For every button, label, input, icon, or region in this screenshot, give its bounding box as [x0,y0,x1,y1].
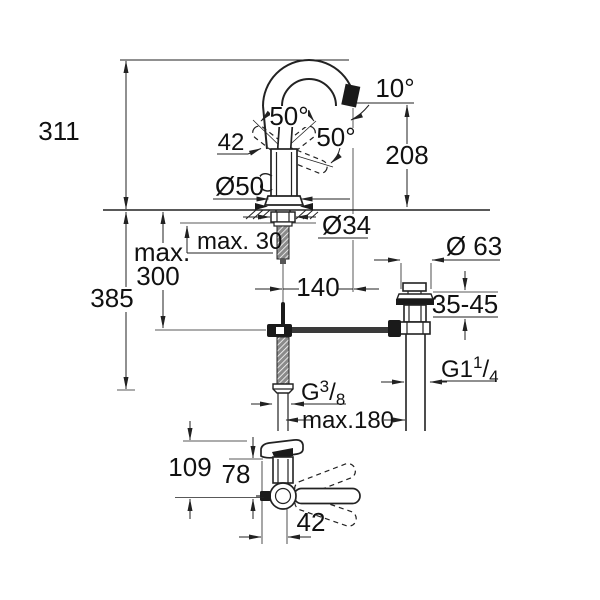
dim-42-offset: 42 [239,507,326,540]
side-lever-solid [293,487,361,505]
dim-385: 385 [84,211,142,390]
dim-max180: max.180 [285,407,406,434]
dim-d34: Ø34 [243,210,371,240]
aerator-tip [341,83,361,108]
dim-311-label: 311 [38,116,79,146]
side-neck [272,456,294,484]
dim-d50-label: Ø50 [215,171,264,201]
dim-max180-label: max.180 [302,407,394,434]
base-arrow-right [300,203,313,210]
dim-max30-label: max. 30 [197,228,282,255]
dim-385-label: 385 [90,283,133,313]
dim-g38: G3/8 [251,377,346,409]
dim-g114-label: G11/4 [441,353,499,386]
dim-109-label: 109 [168,452,211,482]
dim-208-label: 208 [385,140,428,170]
dim-42-lever: 42 [217,129,262,156]
faucet-side-view [256,439,361,544]
waste-plug-cap [402,282,427,292]
dim-50deg-right: 50° [316,122,356,164]
rod-coupler-pin [276,327,284,334]
supply-hose [276,336,290,385]
horizontal-pivot-rod [292,327,389,333]
dim-3545: 35-45 [432,271,499,340]
popup-pull-rod [281,302,285,326]
faucet-front-view [245,59,389,431]
base-arrow-left [255,203,268,210]
side-pivot-outer [269,482,297,510]
dim-78: 78 [219,437,263,519]
spout-inner-arc [281,78,337,107]
dim-42-lever-label: 42 [218,129,245,156]
waste-flange [395,293,435,300]
dim-50deg-left-label: 50° [269,101,308,131]
dim-3545-label: 35-45 [432,289,499,319]
dim-140-label: 140 [296,272,339,302]
dim-max30: max. 30 [184,225,282,255]
rod-pivot-block [388,320,401,337]
dim-50deg-right-label: 50° [316,122,355,152]
threaded-stud-tip [280,259,286,264]
dim-d63: Ø 63 [374,231,502,289]
side-pivot-inner [274,487,292,505]
popup-waste-view [388,282,435,431]
mixer-base-flange [263,195,305,206]
dim-10deg: 10° [350,73,415,121]
dim-max300-label-1: max. [134,237,190,267]
dim-208: 208 [385,104,429,208]
mixer-body [270,148,298,198]
dim-max300: max. 300 [134,211,190,329]
waste-locknut [399,321,431,335]
dim-78-label: 78 [222,459,251,489]
dim-140: 140 [255,272,379,302]
waste-body [403,304,427,323]
dim-d63-label: Ø 63 [446,231,502,261]
spout-outer-arc [262,59,356,107]
side-set-screw [260,491,271,501]
dim-d50: Ø50 [213,171,350,202]
dim-max300-label-2: 300 [136,261,179,291]
dim-g114: G11/4 [381,353,499,386]
dim-42-offset-label: 42 [297,507,326,537]
dim-50deg-left: 50° [260,101,315,131]
dim-g38-label: G3/8 [301,377,345,409]
dim-311: 311 [38,60,129,210]
dim-d34-label: Ø34 [322,210,371,240]
mounting-nut [270,211,296,223]
washer [273,221,293,227]
dim-10deg-label: 10° [375,73,414,103]
waste-flange-seal [396,299,434,305]
dim-109: 109 [168,421,264,519]
